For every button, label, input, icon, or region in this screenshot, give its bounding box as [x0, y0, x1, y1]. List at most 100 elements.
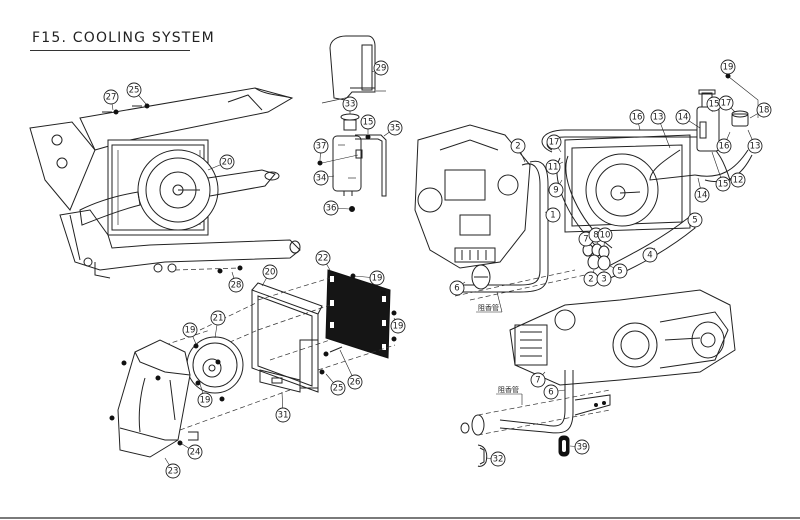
callout-circle [747, 138, 763, 154]
callout-circle [262, 264, 278, 280]
callout-number: 39 [577, 443, 588, 453]
callout-number: 6 [548, 388, 553, 398]
callout-circle [342, 96, 358, 112]
callout-number: 9 [553, 186, 558, 196]
callout-part-18: 18 [749, 102, 772, 119]
callout-number: 5 [617, 267, 622, 277]
callout-circle [313, 138, 329, 154]
callout-circle [546, 134, 562, 150]
callout-number: 6 [454, 284, 459, 294]
callout-circle [210, 310, 226, 326]
title-underline [30, 50, 190, 51]
callout-part-11: 11 [545, 159, 564, 175]
callout-part-16: 16 [716, 131, 732, 154]
callout-part-3: 3 [596, 271, 612, 287]
callout-circle [545, 207, 561, 223]
callout-number: 12 [733, 176, 744, 186]
callout-number: 25 [333, 384, 344, 394]
callout-circle [530, 372, 546, 388]
callout-circle [543, 384, 559, 400]
callout-circle [449, 280, 465, 296]
callout-circle [597, 227, 613, 243]
callout-circle [330, 380, 346, 396]
frame-radiator-assembly [29, 87, 301, 279]
callout-part-36: 36 [323, 200, 351, 216]
callout-circle [720, 59, 736, 75]
callout-circle [197, 392, 213, 408]
callout-circle [369, 270, 385, 286]
callout-circle [490, 451, 506, 467]
callout-circle [675, 109, 691, 125]
callout-number: 34 [316, 174, 327, 184]
callout-circle [360, 114, 376, 130]
callout-number: 27 [106, 93, 117, 103]
callout-part-27: 27 [103, 89, 119, 111]
callout-circle [347, 374, 363, 390]
callout-number: 32 [493, 455, 504, 465]
reservoir-assembly [317, 35, 387, 212]
callout-part-37: 37 [313, 138, 329, 161]
callout-part-19: 19 [720, 59, 736, 75]
callout-number: 14 [697, 191, 708, 201]
callout-circle [315, 250, 331, 266]
callout-number: 15 [718, 180, 729, 190]
callout-circle [596, 271, 612, 287]
callout-part-13: 13 [650, 109, 671, 149]
callout-number: 2 [515, 142, 520, 152]
callout-number: 8 [593, 231, 598, 241]
callout-part-22: 22 [315, 250, 331, 271]
callout-number: 16 [719, 142, 730, 152]
callout-part-13: 13 [747, 129, 763, 154]
callout-number: 11 [548, 163, 559, 173]
callout-part-24: 24 [181, 443, 203, 460]
callout-number: 17 [549, 138, 560, 148]
callout-part-19: 19 [353, 270, 385, 286]
callout-part-17: 17 [546, 134, 562, 153]
callout-part-15: 15 [360, 114, 376, 134]
callout-part-19: 19 [390, 317, 406, 334]
callout-number: 13 [750, 142, 761, 152]
callout-part-28: 28 [228, 271, 244, 293]
callout-number: 33 [345, 100, 356, 110]
callout-circle [687, 212, 703, 228]
callout-circle [756, 102, 772, 118]
radiator-exploded-parts [109, 269, 397, 458]
callout-part-15: 15 [711, 151, 731, 192]
callout-circle [323, 200, 339, 216]
callout-circle [228, 277, 244, 293]
callout-part-1: 1 [544, 207, 561, 223]
callout-part-19: 19 [182, 322, 198, 345]
callout-part-25: 25 [126, 82, 147, 105]
callout-part-39: 39 [569, 439, 590, 455]
callout-circle [275, 407, 291, 423]
callout-number: 7 [535, 376, 540, 386]
callout-number: 23 [168, 467, 179, 477]
callout-number: 1 [550, 211, 555, 221]
callout-circle [716, 138, 732, 154]
callout-number: 19 [372, 274, 383, 284]
callout-number: 15 [363, 118, 374, 128]
callout-number: 10 [600, 231, 611, 241]
callout-part-4: 4 [642, 247, 658, 263]
callout-number: 5 [692, 216, 697, 226]
callout-number: 26 [350, 378, 361, 388]
callout-part-16: 16 [629, 109, 645, 131]
callout-part-14: 14 [694, 177, 710, 203]
callout-circle [629, 109, 645, 125]
callout-part-2: 2 [510, 138, 526, 163]
callout-part-29: 29 [371, 60, 389, 76]
pipe-cover-note-lower-text: 阻香管 [498, 385, 519, 394]
callout-circle [165, 463, 181, 479]
pipe-cover-note-upper-text: 阻香管 [478, 303, 499, 312]
callout-part-9: 9 [548, 179, 564, 198]
callout-number: 17 [721, 99, 732, 109]
callout-circle [187, 444, 203, 460]
callout-circle [650, 109, 666, 125]
callout-number: 31 [278, 411, 289, 421]
callout-circle [718, 95, 734, 111]
callout-circle [313, 170, 329, 186]
callout-number: 19 [200, 396, 211, 406]
callout-number: 18 [759, 106, 770, 116]
